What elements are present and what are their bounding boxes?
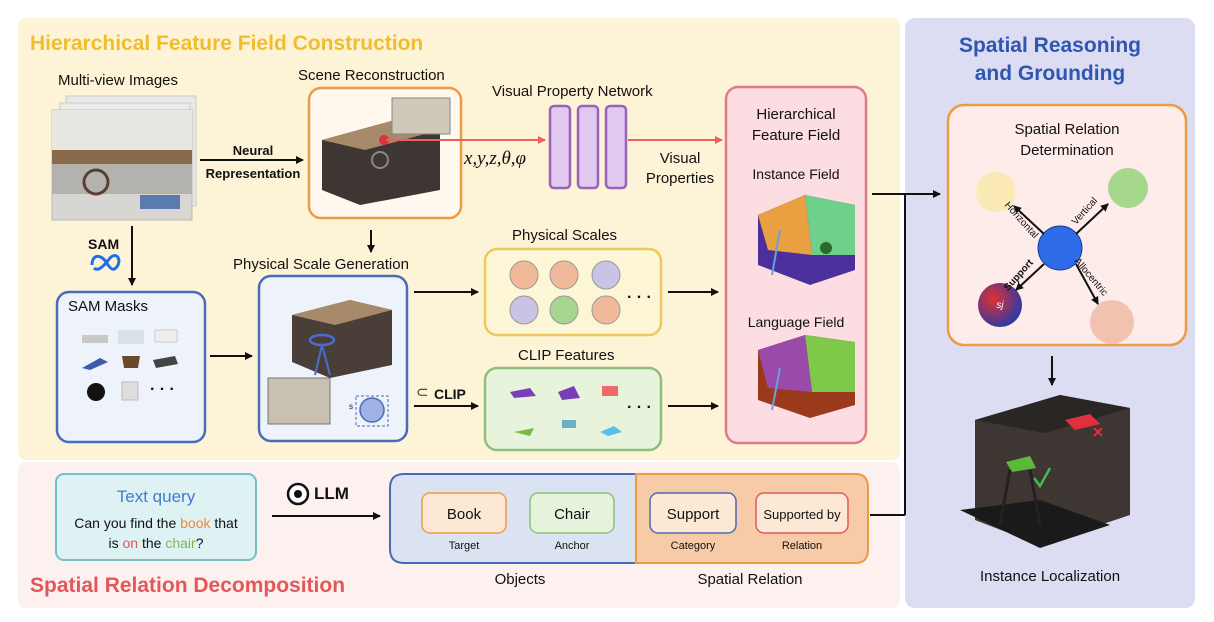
language-field-image [758, 335, 855, 418]
supported-by-box [755, 492, 849, 534]
hff-label-2: Feature Field [751, 127, 841, 144]
query-text-c: that [210, 515, 238, 531]
hff-label-1: Hierarchical [756, 106, 836, 123]
book-box [421, 492, 507, 534]
category-label: Category [670, 540, 716, 552]
sam-label: SAM [88, 236, 120, 252]
vertical-node [1108, 168, 1148, 208]
vpn-label: Visual Property Network [492, 83, 653, 100]
query-word-book: book [180, 515, 211, 531]
support-label: Support [666, 506, 720, 523]
text-query-line1: Can you find the book that [56, 515, 256, 531]
supported-by-label: Supported by [763, 507, 841, 522]
multiview-label: Multi-view Images [58, 72, 179, 89]
sam-mask-thumbnails [82, 329, 178, 401]
physical-scales-label: Physical Scales [512, 227, 618, 244]
neural-label-1: Neural [232, 143, 274, 158]
coords-label: x,y,z,θ,φ [464, 148, 527, 169]
text-query-title: Text query [116, 487, 196, 506]
instance-field-label: Instance Field [752, 166, 840, 182]
srd-label-2: Determination [1020, 142, 1114, 159]
psg-label: Physical Scale Generation [233, 256, 409, 273]
physical-scale-spheres [509, 260, 621, 325]
clip-label: CLIP [434, 386, 466, 402]
query-word-on: on [122, 535, 139, 551]
chair-box [529, 492, 615, 534]
query-text-q: ? [195, 535, 204, 551]
srd-label-1: Spatial Relation [1014, 121, 1120, 138]
target-label: Target [448, 540, 480, 552]
llm-label: LLM [314, 484, 349, 503]
sj-node [978, 283, 1022, 327]
decomposition-title: Spatial Relation Decomposition [30, 574, 346, 597]
support-box [649, 492, 737, 534]
visual-props-label-2: Properties [645, 170, 715, 187]
spatial-relation-label: Spatial Relation [697, 571, 803, 588]
objects-label: Objects [494, 571, 546, 588]
paperclip-icon: ⊂ [416, 384, 429, 401]
query-text-is: is [108, 535, 123, 551]
language-field-label: Language Field [747, 314, 845, 330]
text-query-line2: is on the chair? [56, 535, 256, 551]
query-word-chair: chair [165, 535, 196, 551]
sam-masks-ellipsis: · · · [150, 381, 175, 398]
reasoning-title-line1: Spatial Reasoning [958, 34, 1142, 57]
clip-features-label: CLIP Features [518, 347, 615, 364]
book-label: Book [446, 506, 482, 523]
instance-localization-image [960, 395, 1130, 548]
visual-props-label-1: Visual [659, 150, 701, 167]
anchor-label: Anchor [554, 540, 590, 552]
psg-scene-image [267, 300, 392, 427]
relation-label: Relation [781, 540, 823, 552]
vpn-layer-3 [604, 104, 628, 190]
instance-field-image [758, 195, 855, 285]
query-text-a: Can you find the [74, 515, 181, 531]
clip-features-ellipsis: · · · [627, 399, 652, 416]
clip-feature-items [510, 386, 622, 436]
center-node [1037, 225, 1083, 271]
allocentric-node [1090, 300, 1134, 344]
scale-s-label: s [349, 402, 353, 411]
construction-title: Hierarchical Feature Field Construction [30, 32, 424, 55]
horizontal-node [976, 172, 1016, 212]
meta-logo-icon [90, 254, 121, 271]
multiview-images-thumbnail [51, 95, 197, 221]
query-text-the: the [138, 535, 166, 551]
chair-label: Chair [554, 506, 590, 523]
vpn-layer-1 [548, 104, 572, 190]
scene-recon-label: Scene Reconstruction [298, 67, 445, 84]
physical-scales-ellipsis: · · · [627, 289, 652, 306]
sam-masks-label: SAM Masks [68, 298, 149, 315]
sj-label: sj [996, 300, 1004, 311]
reasoning-title-line2: and Grounding [974, 62, 1126, 85]
text-query-box [55, 473, 257, 561]
instance-localization-label: Instance Localization [979, 568, 1121, 585]
scene-reconstruction-image [322, 97, 451, 205]
vpn-layer-2 [576, 104, 600, 190]
neural-label-2: Representation [205, 166, 301, 181]
